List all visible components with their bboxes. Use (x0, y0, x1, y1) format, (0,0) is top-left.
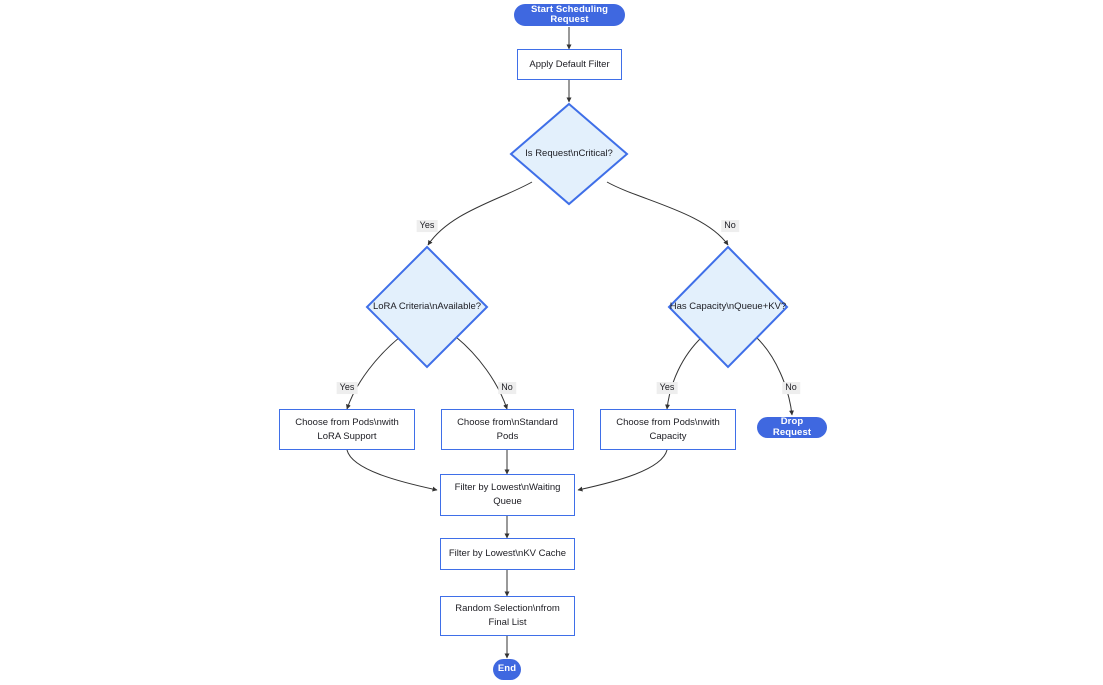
edge-label-lora-yes: Yes (336, 382, 358, 394)
node-has-capacity[interactable]: Has Capacity\nQueue+KV? (667, 245, 789, 369)
edge-lora-pods-to-filter-queue (346, 449, 438, 492)
node-end[interactable]: End (493, 659, 521, 680)
node-choose-capacity-pods[interactable]: Choose from Pods\nwith Capacity (600, 409, 736, 450)
node-start[interactable]: Start Scheduling Request (514, 4, 625, 26)
node-filter-waiting-queue[interactable]: Filter by Lowest\nWaiting Queue (440, 474, 575, 516)
node-is-request-critical-label: Is Request\nCritical? (525, 147, 613, 159)
node-choose-standard-pods[interactable]: Choose from\nStandard Pods (441, 409, 574, 450)
node-lora-criteria-available[interactable]: LoRA Criteria\nAvailable? (365, 245, 489, 369)
edge-critical-no-to-capacity (606, 181, 729, 246)
node-is-request-critical[interactable]: Is Request\nCritical? (509, 102, 629, 206)
node-filter-kv-cache[interactable]: Filter by Lowest\nKV Cache (440, 538, 575, 570)
node-random-selection[interactable]: Random Selection\nfrom Final List (440, 596, 575, 636)
edge-capacity-pods-to-filter-queue (577, 449, 668, 492)
diamond-shape-critical (509, 102, 629, 206)
diamond-shape-lora (365, 245, 489, 369)
edge-capacity-no-to-drop-request (755, 336, 794, 416)
diamond-shape-capacity (667, 245, 789, 369)
edge-label-capacity-no: No (782, 382, 800, 394)
edge-label-capacity-yes: Yes (656, 382, 678, 394)
node-has-capacity-label: Has Capacity\nQueue+KV? (669, 300, 787, 312)
node-choose-lora-pods[interactable]: Choose from Pods\nwith LoRA Support (279, 409, 415, 450)
edge-capacity-yes-to-capacity-pods (665, 336, 703, 410)
node-lora-criteria-available-label: LoRA Criteria\nAvailable? (372, 300, 482, 312)
edge-lora-yes-to-lora-pods (346, 336, 401, 410)
edge-label-lora-no: No (498, 382, 516, 394)
edge-critical-yes-to-lora (427, 181, 533, 246)
edge-lora-no-to-standard-pods (455, 336, 508, 410)
edge-label-critical-yes: Yes (416, 220, 438, 232)
node-drop-request[interactable]: Drop Request (757, 416, 827, 438)
node-apply-default-filter[interactable]: Apply Default Filter (517, 49, 622, 80)
edge-label-critical-no: No (721, 220, 739, 232)
